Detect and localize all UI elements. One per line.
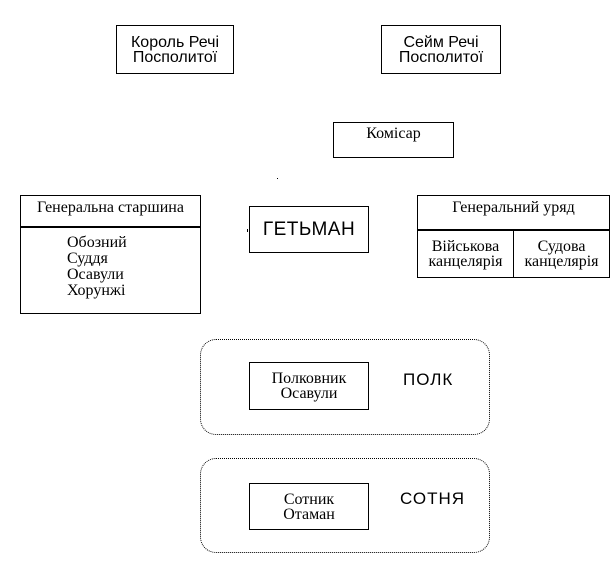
- hundred-label: СОТНЯ: [400, 489, 466, 508]
- king-label-line1: Король Речі: [130, 33, 219, 51]
- general-government-title: Генеральний уряд: [418, 196, 609, 231]
- hetman-label: ГЕТЬМАН: [262, 219, 356, 240]
- hundred-officers-box: Сотник Отаман: [249, 483, 369, 530]
- hetman-box: ГЕТЬМАН: [249, 206, 369, 253]
- member-suddia: Суддя: [67, 250, 108, 267]
- member-khorunzhi: Хорунжі: [67, 282, 126, 299]
- hundred-officers-line2: Отаман: [283, 505, 335, 523]
- commissar-box: Комісар: [333, 122, 454, 158]
- court-chancellery-line2: канцелярія: [524, 253, 599, 270]
- king-box: Король Речі Посполитої: [116, 25, 234, 74]
- regiment-group: [200, 339, 490, 435]
- court-chancellery-line1: Судова: [537, 238, 586, 255]
- hundred-officers-line1: Сотник: [283, 490, 335, 508]
- general-starshyna-box: Генеральна старшина Обозний Суддя Осавул…: [20, 195, 201, 314]
- stray-tick: [247, 229, 248, 232]
- general-starshyna-members: Обозний Суддя Осавули Хорунжі: [67, 235, 127, 299]
- stray-dot: [277, 178, 278, 179]
- king-label-line2: Посполитої: [132, 48, 218, 66]
- sejm-label-line1: Сейм Речі: [403, 33, 479, 51]
- regiment-officers-line2: Осавули: [280, 385, 338, 402]
- military-chancellery-cell: Військова канцелярія: [418, 231, 514, 277]
- military-chancellery-line2: канцелярія: [428, 253, 503, 270]
- hundred-group: [200, 458, 490, 553]
- sejm-box: Сейм Речі Посполитої: [381, 25, 501, 74]
- commissar-label: Комісар: [366, 125, 421, 142]
- general-starshyna-title: Генеральна старшина: [21, 196, 200, 228]
- regiment-officers-box: Полковник Осавули: [249, 362, 369, 410]
- court-chancellery-cell: Судова канцелярія: [514, 231, 609, 277]
- general-government-box: Генеральний уряд Військова канцелярія Су…: [417, 195, 610, 278]
- military-chancellery-line1: Військова: [431, 238, 500, 255]
- regiment-officers-line1: Полковник: [271, 370, 347, 387]
- sejm-label-line2: Посполитої: [398, 48, 484, 66]
- member-oboznyi: Обозний: [67, 234, 127, 251]
- chancelleries-row: Військова канцелярія Судова канцелярія: [418, 231, 609, 277]
- regiment-label: ПОЛК: [403, 370, 454, 389]
- member-osavuly: Осавули: [67, 266, 124, 283]
